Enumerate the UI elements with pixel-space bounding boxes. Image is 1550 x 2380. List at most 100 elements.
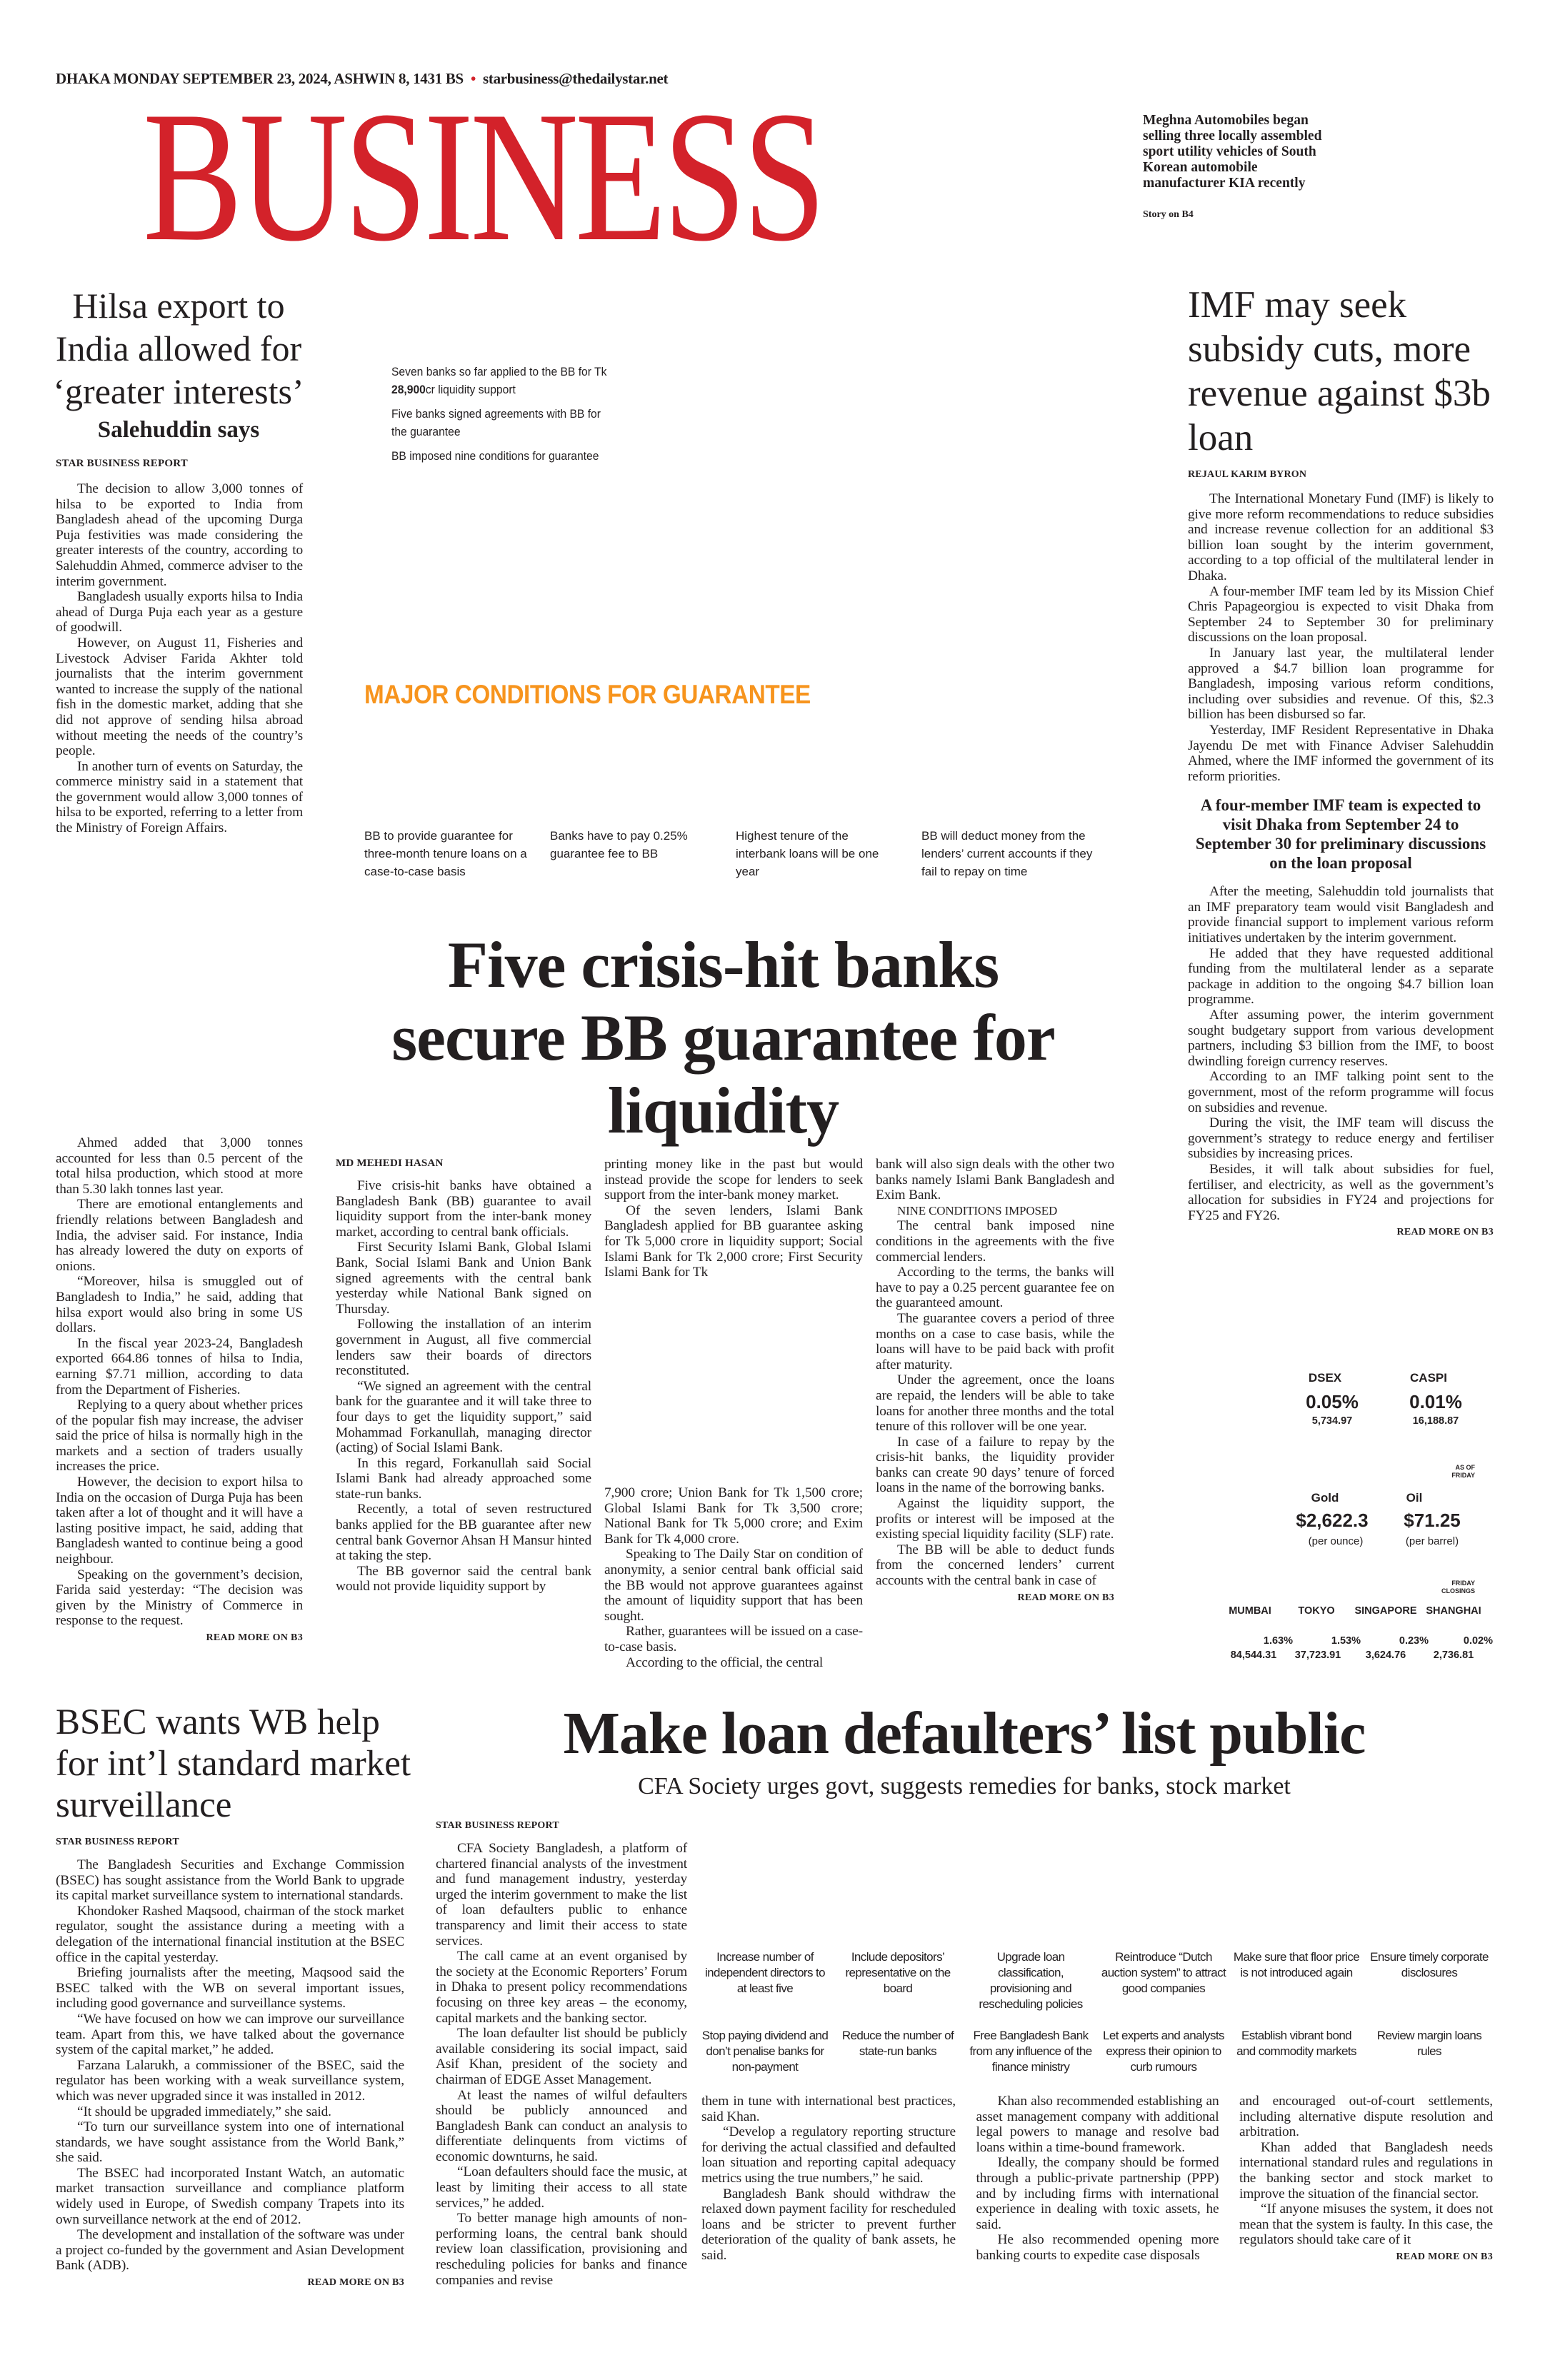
hilsa-story-top: Hilsa export to India allowed for ‘great… bbox=[39, 284, 318, 836]
lead-headline[interactable]: Five crisis-hit banks secure BB guarante… bbox=[391, 928, 1055, 1147]
bsec-story: BSEC wants WB help for int’l standard ma… bbox=[56, 1702, 411, 2289]
paragraph: After the meeting, Salehuddin told journ… bbox=[1188, 884, 1494, 946]
paragraph: “Moreover, hilsa is smuggled out of Bang… bbox=[56, 1274, 303, 1336]
hilsa-body-col2: Ahmed added that 3,000 tonnes accounted … bbox=[56, 1135, 303, 1629]
bsec-byline: STAR BUSINESS REPORT bbox=[56, 1837, 179, 1847]
paragraph: Rather, guarantees will be issued on a c… bbox=[604, 1624, 863, 1655]
paragraph: The BB governor said the central bank wo… bbox=[336, 1563, 591, 1595]
condition-item: BB will deduct money from the lenders’ c… bbox=[921, 829, 1093, 878]
paragraph: Of the seven lenders, Islami Bank Bangla… bbox=[604, 1202, 863, 1280]
paragraph: He added that they have requested additi… bbox=[1188, 945, 1494, 1008]
paragraph: During the visit, the IMF team will disc… bbox=[1188, 1115, 1494, 1162]
paragraph: Recently, a total of seven restructured … bbox=[336, 1502, 591, 1564]
condition-item: Highest tenure of the interbank loans wi… bbox=[736, 829, 879, 878]
asia-index-name: SINGAPORE bbox=[1354, 1605, 1417, 1617]
paragraph: Ahmed added that 3,000 tonnes accounted … bbox=[56, 1135, 303, 1197]
asia-index-name: MUMBAI bbox=[1229, 1605, 1271, 1617]
cfa-recommendations: Increase number of independent directors… bbox=[701, 1949, 1493, 2075]
cfa-lower-block: Increase number of independent directors… bbox=[701, 1949, 1493, 2264]
imf-pull-quote: A four-member IMF team is expected to vi… bbox=[1195, 796, 1486, 873]
bullet-separator: • bbox=[470, 70, 476, 87]
commodity-name: Gold bbox=[1311, 1491, 1339, 1505]
asia-index-change: 1.53% bbox=[1331, 1635, 1361, 1647]
asia-index-name: TOKYO bbox=[1298, 1605, 1335, 1617]
recommendation-item: Include depositors’ representative on th… bbox=[845, 1950, 951, 1995]
paragraph: Ideally, the company should be formed th… bbox=[976, 2155, 1219, 2232]
paragraph: Following the installation of an interim… bbox=[336, 1317, 591, 1379]
imf-body-part2: After the meeting, Salehuddin told journ… bbox=[1188, 884, 1494, 1223]
recommendation-item: Upgrade loan classification, provisionin… bbox=[979, 1950, 1083, 2011]
asia-index-name: SHANGHAI bbox=[1426, 1605, 1481, 1617]
paragraph: At least the names of wilful defaulters … bbox=[436, 2087, 687, 2164]
index-value: 5,734.97 bbox=[1311, 1415, 1353, 1427]
paragraph: Replying to a query about whether prices… bbox=[56, 1397, 303, 1475]
commodity-unit: (per barrel) bbox=[1405, 1535, 1459, 1547]
asia-index-value: 2,736.81 bbox=[1433, 1650, 1474, 1661]
paragraph: Yesterday, IMF Resident Representative i… bbox=[1188, 722, 1494, 784]
date-text: DHAKA MONDAY SEPTEMBER 23, 2024, ASHWIN … bbox=[56, 70, 464, 87]
recommendation-item: Ensure timely corporate disclosures bbox=[1370, 1950, 1489, 1979]
paragraph: The BB will be able to deduct funds from… bbox=[876, 1542, 1114, 1589]
paragraph: The decision to allow 3,000 tonnes of hi… bbox=[56, 481, 303, 589]
paragraph: Khan added that Bangladesh needs interna… bbox=[1239, 2139, 1493, 2201]
paragraph: The Bangladesh Securities and Exchange C… bbox=[56, 1857, 404, 1904]
teaser-box[interactable]: Meghna Automobiles began selling three l… bbox=[1143, 113, 1336, 223]
paragraph: In this regard, Forkanullah said Social … bbox=[336, 1455, 591, 1502]
teaser-text: Meghna Automobiles began selling three l… bbox=[1143, 113, 1322, 191]
paragraph: A four-member IMF team led by its Missio… bbox=[1188, 583, 1494, 646]
hilsa-headline[interactable]: Hilsa export to India allowed for ‘great… bbox=[53, 286, 304, 411]
asia-index-value: 84,544.31 bbox=[1230, 1650, 1277, 1661]
paragraph: In the fiscal year 2023-24, Bangladesh e… bbox=[56, 1335, 303, 1397]
index-value: 16,188.87 bbox=[1412, 1415, 1459, 1427]
hilsa-subheadline: Salehuddin says bbox=[97, 417, 260, 443]
paragraph: The call came at an event organised by t… bbox=[436, 1949, 687, 2026]
paragraph: “We have focused on how we can improve o… bbox=[56, 2011, 404, 2058]
asia-index-change: 0.23% bbox=[1399, 1635, 1429, 1647]
hilsa-body-col1: The decision to allow 3,000 tonnes of hi… bbox=[56, 481, 303, 836]
lead-body-col2b: 7,900 crore; Union Bank for Tk 1,500 cro… bbox=[604, 1485, 863, 1670]
paragraph: “We signed an agreement with the central… bbox=[336, 1378, 591, 1456]
imf-headline[interactable]: IMF may seek subsidy cuts, more revenue … bbox=[1188, 284, 1491, 458]
paragraph: Bangladesh usually exports hilsa to Indi… bbox=[56, 589, 303, 636]
asia-index-value: 37,723.91 bbox=[1294, 1650, 1341, 1661]
teaser-story-ref[interactable]: Story on B4 bbox=[1143, 209, 1194, 220]
asia-index-change: 1.63% bbox=[1263, 1635, 1293, 1647]
lead-read-more-link[interactable]: READ MORE ON B3 bbox=[1017, 1592, 1114, 1603]
hilsa-story-continued: Ahmed added that 3,000 tonnes accounted … bbox=[56, 1135, 303, 1645]
imf-byline: REJAUL KARIM BYRON bbox=[1188, 469, 1307, 480]
cfa-col4-wrap: and encouraged out-of-court settlements,… bbox=[1239, 2094, 1493, 2264]
cfa-read-more-link[interactable]: READ MORE ON B3 bbox=[1396, 2251, 1493, 2262]
paragraph: “It should be upgraded immediately,” she… bbox=[77, 2104, 331, 2119]
paragraph: According to the official, the central bbox=[626, 1655, 824, 1670]
hilsa-read-more-link[interactable]: READ MORE ON B3 bbox=[206, 1632, 303, 1643]
as-of-note: AS OF FRIDAY bbox=[1451, 1464, 1475, 1479]
paragraph: The International Monetary Fund (IMF) is… bbox=[1188, 491, 1494, 583]
lead-byline: MD MEHEDI HASAN bbox=[336, 1158, 444, 1169]
guarantee-highlights: Seven banks so far applied to the BB for… bbox=[391, 363, 615, 471]
recommendation-item: Make sure that floor price is not introd… bbox=[1233, 1950, 1360, 1979]
paragraph: In January last year, the multilateral l… bbox=[1188, 645, 1494, 723]
lead-body-col3-text: bank will also sign deals with the other… bbox=[876, 1157, 1114, 1589]
index-name: CASPI bbox=[1410, 1371, 1447, 1385]
paragraph: First Security Islami Bank, Global Islam… bbox=[336, 1240, 591, 1317]
paragraph: 7,900 crore; Union Bank for Tk 1,500 cro… bbox=[604, 1485, 863, 1547]
index-name: DSEX bbox=[1308, 1371, 1342, 1385]
cfa-body-col1: CFA Society Bangladesh, a platform of ch… bbox=[436, 1841, 687, 2288]
paragraph: The development and installation of the … bbox=[56, 2227, 404, 2274]
section-masthead: BUSINESS bbox=[143, 73, 826, 280]
paragraph: However, the decision to export hilsa to… bbox=[56, 1475, 303, 1567]
highlight-item: BB imposed nine conditions for guarantee bbox=[391, 449, 599, 463]
commodity-price: $2,622.3 bbox=[1296, 1510, 1369, 1531]
condition-item: BB to provide guarantee for three-month … bbox=[364, 829, 527, 878]
bsec-headline[interactable]: BSEC wants WB help for int’l standard ma… bbox=[56, 1702, 411, 1825]
paragraph: them in tune with international best pra… bbox=[701, 2094, 956, 2124]
bsec-read-more-link[interactable]: READ MORE ON B3 bbox=[307, 2277, 404, 2289]
cfa-byline: STAR BUSINESS REPORT bbox=[436, 1820, 559, 1831]
dateline: DHAKA MONDAY SEPTEMBER 23, 2024, ASHWIN … bbox=[56, 70, 669, 88]
section-email-link[interactable]: starbusiness@thedailystar.net bbox=[483, 70, 669, 87]
paragraph: The loan defaulter list should be public… bbox=[436, 2026, 687, 2087]
lead-body-col2a: printing money like in the past but woul… bbox=[604, 1157, 863, 1280]
imf-read-more-link[interactable]: READ MORE ON B3 bbox=[1396, 1227, 1494, 1238]
cfa-headline[interactable]: Make loan defaulters’ list public bbox=[563, 1700, 1366, 1767]
condition-item: Banks have to pay 0.25% guarantee fee to… bbox=[550, 829, 688, 860]
